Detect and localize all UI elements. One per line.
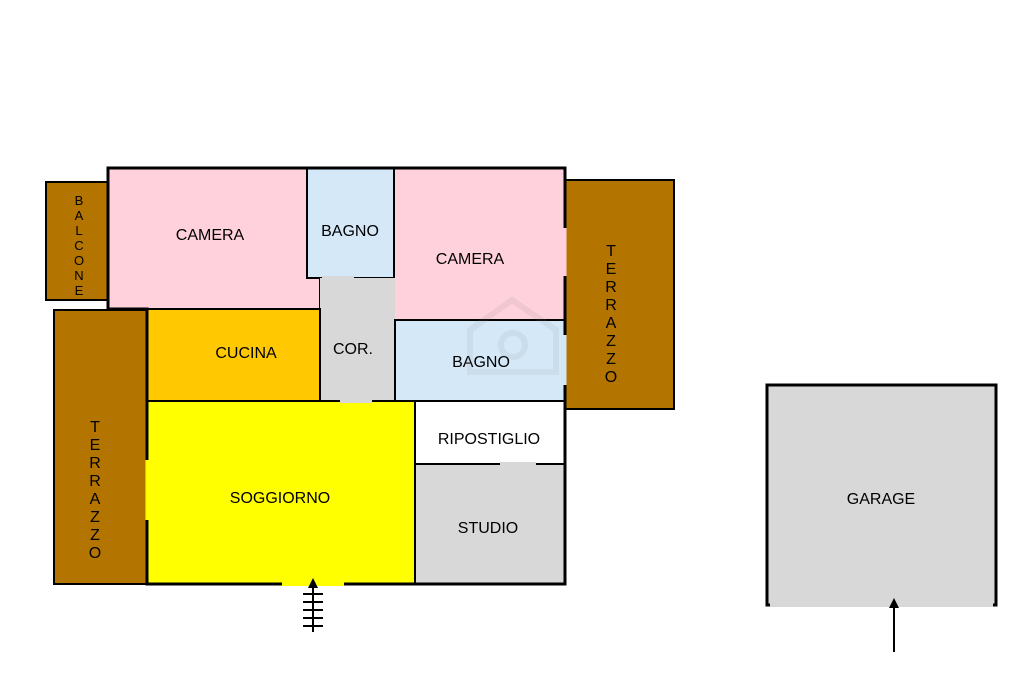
label-camera-left: CAMERA	[176, 227, 245, 244]
studio-room	[414, 463, 566, 585]
label-terrazzo-left: T E R R A Z Z O	[89, 419, 101, 562]
terrazzo-right-letter: Z	[606, 351, 616, 368]
terrazzo-left-letter: Z	[90, 509, 100, 526]
label-soggiorno: SOGGIORNO	[230, 490, 330, 507]
outer-wall	[106, 166, 567, 586]
terrazzo-left-letter: O	[89, 545, 101, 562]
corridoio-room	[320, 278, 395, 401]
cucina-room	[146, 308, 321, 402]
terrazzo-left-letter: T	[90, 419, 100, 436]
watermark-logo	[467, 296, 559, 375]
balcone-letter: E	[75, 283, 84, 298]
terrazzo-left-letter: R	[89, 473, 101, 490]
terrazzo-right-letter: Z	[606, 333, 616, 350]
entrance-stairs	[303, 584, 323, 632]
terrazzo-right-area	[564, 179, 675, 410]
terrazzo-right-letter: R	[605, 297, 617, 314]
label-bagno-right: BAGNO	[452, 354, 510, 371]
camera-right-room	[393, 167, 566, 321]
balcone-area	[45, 181, 109, 301]
label-camera-right: CAMERA	[436, 251, 505, 268]
label-ripostiglio: RIPOSTIGLIO	[438, 431, 540, 448]
label-studio: STUDIO	[458, 520, 518, 537]
camera-left-room	[107, 167, 321, 310]
soggiorno-room	[146, 400, 416, 585]
terrazzo-left-letter: A	[90, 491, 101, 508]
garage-arrow-icon	[889, 598, 899, 608]
label-terrazzo-right: T E R R A Z Z O	[605, 243, 617, 386]
balcone-letter: L	[75, 223, 82, 238]
label-corridoio: COR.	[333, 341, 373, 358]
label-garage: GARAGE	[847, 491, 915, 508]
terrazzo-left-letter: Z	[90, 527, 100, 544]
balcone-letter: N	[74, 268, 83, 283]
entrance-arrow-icon	[308, 578, 318, 588]
balcone-letter: A	[75, 208, 84, 223]
terrazzo-left-letter: R	[89, 455, 101, 472]
label-balcone: B A L C O N E	[74, 193, 84, 298]
balcone-letter: B	[75, 193, 84, 208]
terrazzo-left-letter: E	[90, 437, 101, 454]
terrazzo-left-area	[53, 309, 148, 585]
terrazzo-right-letter: T	[606, 243, 616, 260]
label-cucina: CUCINA	[215, 345, 277, 362]
terrazzo-right-letter: A	[606, 315, 617, 332]
terrazzo-right-letter: R	[605, 279, 617, 296]
terrazzo-right-letter: O	[605, 369, 617, 386]
label-bagno-top: BAGNO	[321, 223, 379, 240]
balcone-letter: C	[74, 238, 83, 253]
terrazzo-right-letter: E	[606, 261, 617, 278]
balcone-letter: O	[74, 253, 84, 268]
